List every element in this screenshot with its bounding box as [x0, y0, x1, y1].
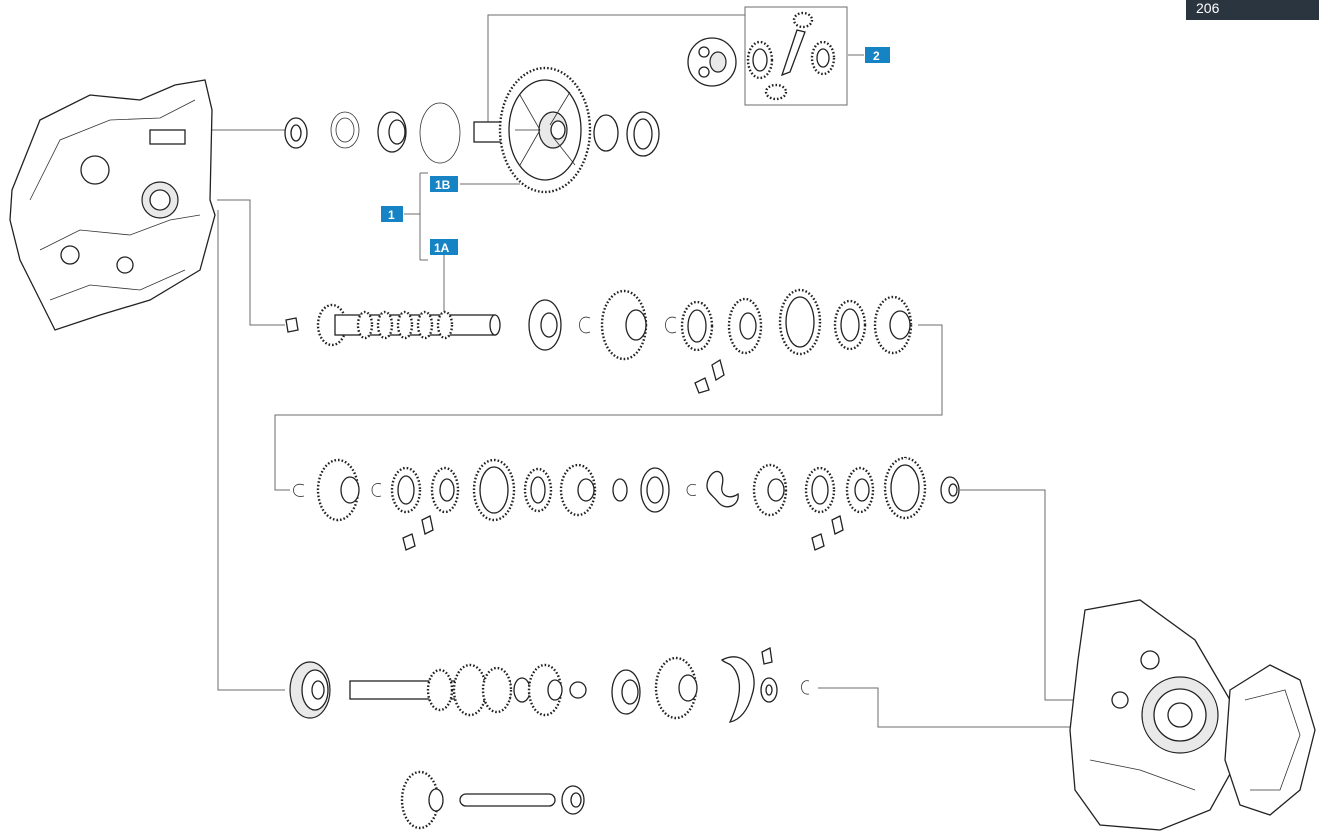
- leader-lines: [210, 6, 1080, 728]
- callout-1: 1: [381, 206, 403, 222]
- page-number-tab: 206: [1186, 0, 1319, 20]
- callout-1b-label: 1B: [435, 178, 451, 192]
- differential-detail: [687, 11, 836, 101]
- second-row-input-shaft: [285, 288, 913, 394]
- third-row-gear-stack: [293, 456, 960, 551]
- fourth-row-output-shaft: [289, 647, 810, 723]
- top-row-differential-parts: [284, 66, 660, 194]
- callout-1a-label: 1A: [434, 241, 450, 255]
- right-transmission-housing: [1069, 599, 1316, 831]
- callout-1a: 1A: [430, 239, 458, 255]
- callout-2-label: 2: [873, 49, 880, 63]
- bottom-row-reverse-idler: [400, 770, 585, 830]
- callout-1b: 1B: [430, 176, 458, 192]
- callout-1-label: 1: [388, 208, 395, 222]
- callout-2: 2: [865, 47, 890, 63]
- left-transmission-housing: [9, 79, 216, 331]
- page-number: 206: [1196, 0, 1220, 16]
